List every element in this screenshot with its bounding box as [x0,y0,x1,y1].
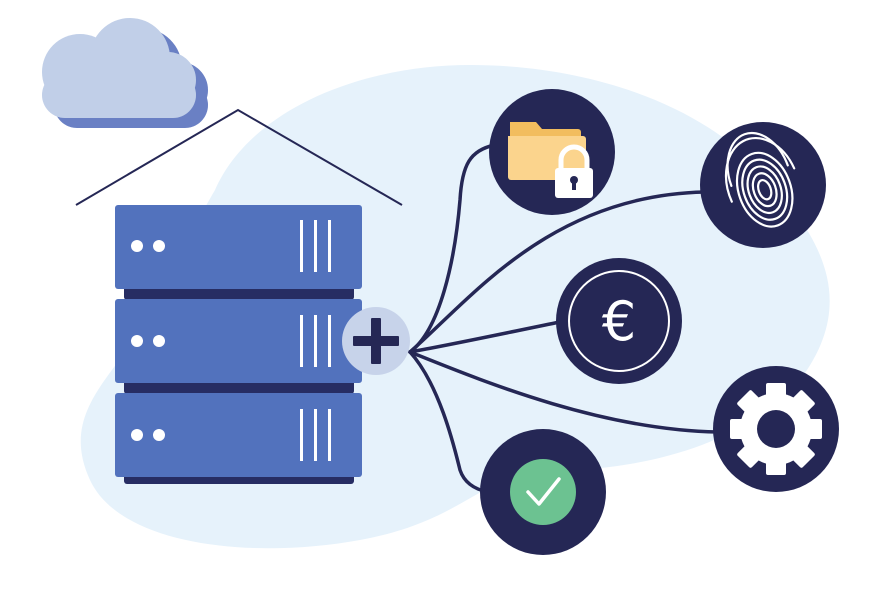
server-unit-2 [115,299,362,394]
connection-lines [408,143,720,494]
connector-folder [408,143,497,354]
fingerprint-icon [700,122,826,248]
server-unit-1 [115,205,362,300]
euro-icon: € [556,258,682,384]
euro-symbol: € [602,290,636,353]
locked-folder-icon [489,89,615,215]
server-unit-3 [115,393,362,484]
gear-icon [713,366,839,492]
server-rack-icon [115,205,362,484]
checkmark-icon [480,429,606,555]
connector-check [408,350,490,494]
connector-gear [408,350,720,434]
connector-fingerprint [408,190,707,354]
plus-icon [342,307,410,375]
connector-euro [408,320,562,354]
roof-outline [75,108,403,206]
cloud-icon [42,18,208,128]
